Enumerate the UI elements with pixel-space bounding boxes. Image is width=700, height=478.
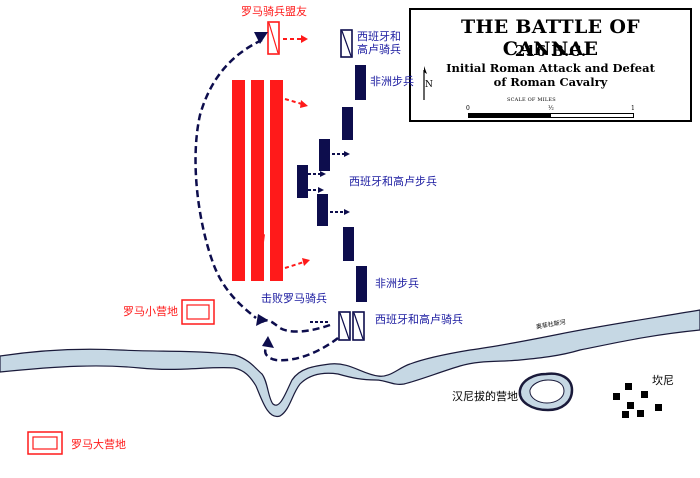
- label-spanish-gallic-infantry: 西班牙和高卢步兵: [349, 175, 437, 188]
- small-roman-camp-icon: [181, 299, 215, 325]
- spanish-gallic-cavalry-bottom-icon: [338, 311, 365, 341]
- scale-tick-1: 1: [631, 105, 635, 112]
- map-year: 216 B.C.: [514, 42, 587, 60]
- label-african-infantry-top: 非洲步兵: [370, 75, 414, 88]
- north-label: N: [425, 80, 433, 90]
- roman-infantry: [232, 80, 283, 281]
- aufidus-river: [0, 309, 700, 418]
- carthaginian-infantry: [297, 65, 367, 302]
- label-spanish-gallic-cavalry-bottom: 西班牙和高卢骑兵: [375, 313, 463, 326]
- label-african-infantry-bottom: 非洲步兵: [375, 277, 419, 290]
- map-subtitle: Initial Roman Attack and Defeat of Roman…: [446, 61, 655, 89]
- label-large-roman-camp: 罗马大营地: [71, 438, 126, 451]
- scale-caption: SCALE OF MILES: [507, 97, 556, 103]
- label-small-roman-camp: 罗马小营地: [123, 305, 178, 318]
- scale-tick-0: 0: [466, 105, 470, 112]
- label-roman-allied-cavalry: 罗马骑兵盟友: [241, 5, 307, 18]
- carthaginian-arrows: [308, 151, 350, 323]
- cavalry-route-arrowheads: [254, 32, 274, 348]
- roman-allied-cavalry-icon: [267, 21, 280, 55]
- label-defeat-roman-cavalry: 击败罗马骑兵: [261, 292, 327, 305]
- label-spanish-gallic-cavalry-top-1: 西班牙和: [357, 30, 401, 43]
- map-title-box: THE BATTLE OF CANNAE 216 B.C. Initial Ro…: [409, 8, 692, 122]
- label-spanish-gallic-cavalry-top-2: 高卢骑兵: [357, 43, 401, 56]
- spanish-gallic-cavalry-top-icon: [340, 29, 353, 58]
- north-arrow-icon: [423, 66, 427, 100]
- scale-tick-half: ½: [548, 105, 554, 112]
- large-roman-camp-icon: [27, 431, 63, 455]
- map-title: THE BATTLE OF CANNAE: [461, 16, 640, 60]
- cannae-town-blocks: [613, 383, 662, 418]
- label-hannibal-camp: 汉尼拔的营地: [452, 390, 518, 403]
- scale-bar: [468, 113, 634, 118]
- roman-advance-arrows: [235, 35, 310, 269]
- cavalry-flanking-route: [194, 38, 339, 362]
- label-cannae: 坎尼: [652, 374, 674, 387]
